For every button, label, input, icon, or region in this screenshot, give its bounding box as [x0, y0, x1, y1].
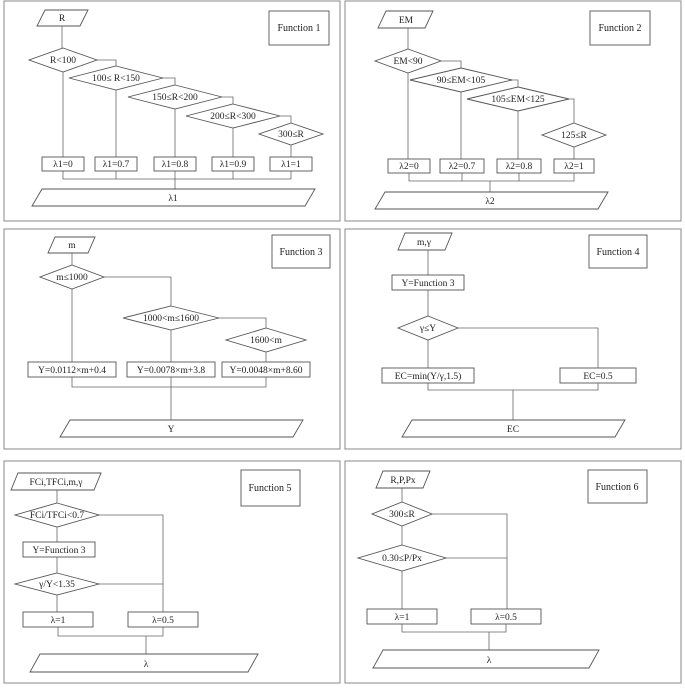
f1-input-label: R — [59, 14, 66, 24]
panel-function-2: Function 2 EM EM<90 90≤EM<105 105≤EM<125… — [344, 0, 682, 222]
f4-result-parallelogram — [401, 419, 626, 438]
f2-decision-1-label: EM<90 — [393, 57, 422, 67]
panel-function-4: Function 4 m,γ Y=Function 3 γ≤Y EC=min(Y… — [344, 228, 682, 450]
f3-decision-3-label: 1600<m — [250, 336, 282, 346]
f1-output-4-label: λ1=0.9 — [220, 160, 247, 170]
function-3-title: Function 3 — [279, 247, 322, 258]
f4-result-label: EC — [507, 425, 519, 435]
f4-decision-1-label: γ≤Y — [419, 324, 436, 334]
function-4-title-box — [588, 234, 648, 269]
f2-input-parallelogram — [377, 10, 434, 29]
f1-output-1-label: λ1=0 — [53, 160, 73, 170]
f3-decision-2-label: 1000<m≤1600 — [143, 314, 199, 324]
panel-function-5: Function 5 FCi,TFCi,m,γ FCi/TFCi<0.7 Y=F… — [3, 460, 341, 684]
f5-output-1-label: λ=1 — [51, 616, 66, 626]
f3-result-label: Y — [168, 425, 175, 435]
f3-output-2-label: Y=0.0078×m+3.8 — [137, 366, 206, 376]
f2-output-1-label: λ2=0 — [399, 162, 419, 172]
f2-output-4-label: λ2=1 — [564, 162, 584, 172]
f2-result-parallelogram — [374, 191, 609, 210]
function-3-title-box — [271, 234, 331, 269]
function-5-title-box — [240, 469, 301, 507]
f2-output-3-label: λ2=0.8 — [506, 162, 533, 172]
f3-output-3-label: Y=0.0048×m+8.60 — [229, 366, 302, 376]
function-6-title: Function 6 — [595, 482, 638, 493]
f2-decision-2-label: 90≤EM<105 — [437, 76, 486, 86]
f5-result-label: λ — [144, 660, 149, 670]
f6-decision-1-label: 300≤R — [389, 510, 415, 520]
f5-process-label: Y=Function 3 — [32, 546, 85, 556]
f6-input-label: R,P,Px — [390, 476, 416, 486]
f2-result-label: λ2 — [485, 197, 495, 207]
f4-input-label: m,γ — [417, 238, 431, 248]
f4-input-parallelogram — [397, 232, 453, 251]
panel-function-1: Function 1 R R<100 100≤ R<150 150≤R<200 … — [3, 0, 341, 222]
f3-decision-1-label: m≤1000 — [56, 273, 88, 283]
f3-input-parallelogram — [47, 236, 96, 254]
f3-input-label: m — [68, 241, 76, 251]
f1-decision-4-label: 200≤R<300 — [210, 112, 256, 122]
function-1-title: Function 1 — [277, 23, 320, 34]
f3-output-1-label: Y=0.0112×m+0.4 — [38, 366, 106, 376]
f2-decision-4-label: 125≤R — [561, 131, 587, 141]
f1-decision-1-label: R<100 — [50, 56, 76, 66]
f1-decision-5-label: 300≤R — [278, 130, 304, 140]
function-4-title: Function 4 — [596, 247, 639, 258]
function-6-title-box — [587, 469, 648, 504]
f6-output-1-label: λ=1 — [395, 613, 410, 623]
f5-input-label: FCi,TFCi,m,γ — [29, 478, 82, 488]
f1-result-parallelogram — [31, 188, 316, 207]
f3-result-parallelogram — [59, 419, 304, 438]
f1-output-5-label: λ1=1 — [281, 160, 301, 170]
f5-process-box — [22, 541, 96, 558]
f6-output-2-label: λ=0.5 — [495, 613, 517, 623]
panel-function-3: Function 3 m m≤1000 1000<m≤1600 1600<m Y… — [3, 228, 341, 450]
f1-decision-3-label: 150≤R<200 — [152, 93, 198, 103]
f1-output-2-label: λ1=0.7 — [103, 160, 130, 170]
function-2-title-box — [589, 10, 651, 46]
f1-result-label: λ1 — [168, 194, 178, 204]
f4-output-1-label: EC=min(Y/γ,1.5) — [395, 371, 462, 382]
f2-output-2-label: λ2=0.7 — [449, 162, 476, 172]
f1-output-3-label: λ1=0.8 — [162, 160, 189, 170]
f6-result-parallelogram — [372, 649, 600, 669]
f5-result-parallelogram — [29, 653, 259, 673]
f2-input-label: EM — [399, 16, 414, 26]
function-1-title-box — [268, 10, 330, 46]
f6-input-parallelogram — [375, 470, 431, 489]
f5-decision-1-label: FCi/TFCi<0.7 — [30, 511, 84, 521]
f6-result-label: λ — [487, 656, 492, 666]
f5-input-parallelogram — [10, 472, 102, 491]
function-5-title: Function 5 — [248, 483, 291, 494]
function-2-title: Function 2 — [598, 23, 641, 34]
f4-output-2-label: EC=0.5 — [583, 372, 613, 382]
f1-decision-2-label: 100≤ R<150 — [92, 74, 140, 84]
f4-process-label: Y=Function 3 — [401, 279, 454, 289]
panel-function-6: Function 6 R,P,Px 300≤R 0.30≤P/Px λ=1 λ=… — [344, 460, 682, 684]
f5-output-2-label: λ=0.5 — [152, 616, 174, 626]
f5-decision-2-label: γ/Y<1.35 — [38, 580, 75, 590]
f1-input-parallelogram — [36, 9, 89, 27]
f2-decision-3-label: 105≤EM<125 — [491, 95, 545, 105]
f6-decision-2-label: 0.30≤P/Px — [382, 554, 422, 564]
